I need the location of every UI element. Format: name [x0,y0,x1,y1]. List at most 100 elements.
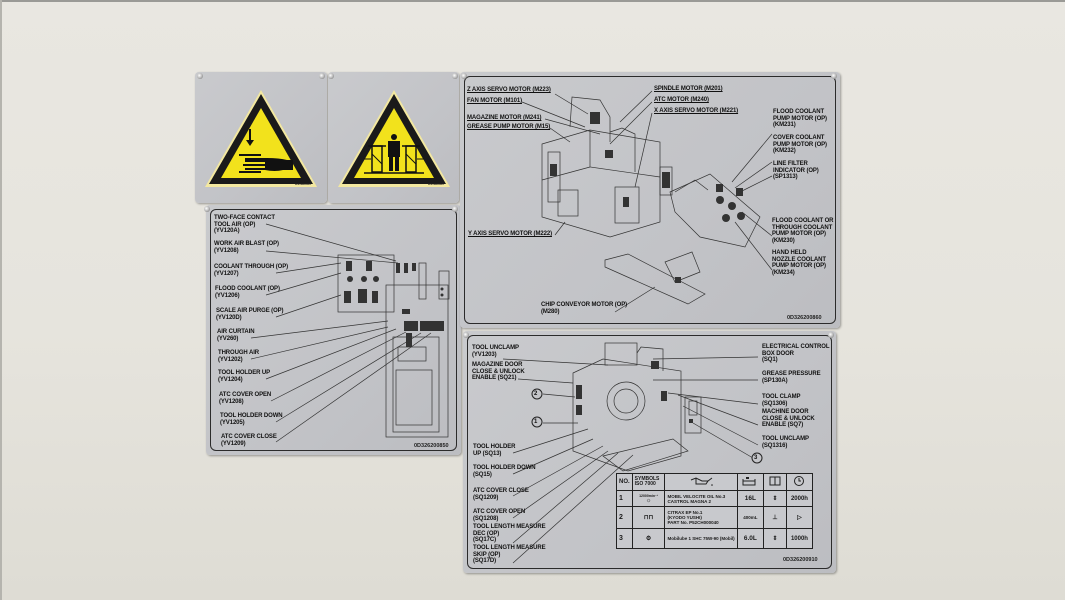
label-y-axis-servo-motor: Y AXIS SERVO MOTOR (M222) [468,231,552,237]
label-magazine-motor: MAGAZINE MOTOR (M241) [467,115,542,121]
sign-code: DS1968000 [428,182,444,186]
label-grease-pump-motor: GREASE PUMP MOTOR (M15) [467,124,551,130]
label-tool-length-measure-skip: TOOL LENGTH MEASURE SKIP (OP)(SQ17D) [473,545,546,564]
manual-icon [769,476,781,486]
lub-row: 2 ⊓⊓ CITRAX EP No.1 (KYODO YUSHI) PART N… [616,506,814,529]
screw-icon [828,332,834,338]
part-number: 0D326200910 [783,557,818,563]
row-oil: CITRAX EP No.1 (KYODO YUSHI) PART No. P5… [664,506,738,529]
header-oil-can-icon [664,473,738,491]
spindle-speed-note: 12000min⁻¹ [639,493,659,498]
label-fan-motor: FAN MOTOR (M101) [467,98,522,104]
motor-panel: Z AXIS SERVO MOTOR (M223) FAN MOTOR (M10… [460,72,840,328]
header-quantity-icon [736,473,765,491]
label-hand-held-nozzle-pump: HAND HELD NOZZLE COOLANT PUMP MOTOR (OP)… [772,250,826,276]
label-atc-cover-open: ATC COVER OPEN(SQ1208) [473,509,526,522]
label-tool-holder-up: TOOL HOLDER UP(YV1204) [218,370,271,383]
screw-icon [831,73,837,79]
label-chip-conveyor-motor: CHIP CONVEYOR MOTOR (OP)(M280) [541,302,628,315]
oil-can-icon [690,477,713,486]
label-x-axis-servo-motor: X AXIS SERVO MOTOR (M221) [654,108,739,114]
label-work-air-blast: WORK AIR BLAST (OP)(YV1208) [214,241,279,254]
label-atc-cover-open: ATC COVER OPEN(YV1208) [219,392,272,405]
part-number: 0D326200850 [414,443,449,449]
label-through-coolant-pump: FLOOD COOLANT OR THROUGH COOLANT PUMP MO… [772,218,834,244]
header-symbols: SYMBOLS ISO 7000 [631,473,666,491]
machine-cutaway-diagram [502,342,763,564]
grease-rail-icon: ⊓⊓ [631,506,666,529]
row-quantity: 16L [736,490,765,507]
row-symbol: 12000min⁻¹☼ [631,490,666,507]
label-atc-motor: ATC MOTOR (M240) [654,97,709,103]
fill-method-icon: ⇕ [763,528,787,549]
label-tool-unclamp-sensor: TOOL UNCLAMP(SQ1316) [762,436,809,449]
refill-indicator-icon: ▷ [785,506,814,529]
label-grease-pressure: GREASE PRESSURE(SP130A) [762,371,821,384]
label-tool-holder-down: TOOL HOLDER DOWN(YV1205) [220,413,283,426]
label-flood-coolant-pump: FLOOD COOLANT PUMP MOTOR (OP)(KM231) [773,109,827,128]
label-tool-unclamp-valve: TOOL UNCLAMP(YV1203) [472,345,519,358]
row-no: 2 [616,506,633,529]
lub-row: 3 ⚙ Mobilube 1 SHC 75W-90 (Mobil) 6.0L ⇕… [616,528,814,549]
callout-3: 3 [754,455,758,461]
warning-plate-hand-crush: DS1968000 [195,72,327,203]
label-coolant-through: COOLANT THROUGH (OP)(YV1207) [214,264,288,277]
photo-frame-top [0,0,1065,2]
row-interval: 2000h [785,490,814,507]
air-unit-diagram [250,223,450,443]
grease-gun-icon: ⊥ [763,506,787,529]
label-tool-holder-up: TOOL HOLDER UP (SQ13) [473,444,516,457]
air-valve-panel: TWO-FACE CONTACT TOOL AIR (OP)(YV120A) W… [204,205,461,455]
gear-oil-icon: ⚙ [631,528,666,549]
lub-row: 1 12000min⁻¹☼ MOBIL VELOCITE OIL No.3 CA… [616,490,814,507]
sensor-panel: 2 1 3 TOOL UNCLAMP(YV1203) MAGAZINE DOOR… [463,331,836,573]
screw-icon [463,332,469,338]
label-two-face-contact-tool-air: TWO-FACE CONTACT TOOL AIR (OP)(YV120A) [214,215,275,234]
label-magazine-door: MAGAZINE DOOR CLOSE & UNLOCK ENABLE (SQ2… [472,362,525,381]
row-quantity: 6.0L [736,528,765,549]
reservoir-icon [742,477,756,486]
label-scale-air-purge: SCALE AIR PURGE (OP)(YV120D) [216,308,284,321]
screw-icon [328,73,334,79]
label-flood-coolant: FLOOD COOLANT (OP)(YV1206) [215,286,280,299]
label-through-air: THROUGH AIR(YV1202) [218,350,260,363]
screw-icon [319,73,325,79]
lubrication-table: NO. SYMBOLS ISO 7000 1 12000min⁻¹☼ MOBIL… [616,473,814,549]
label-atc-cover-close: ATC COVER CLOSE(SQ1209) [473,488,529,501]
row-no: 3 [616,528,633,549]
hand-crush-warning-icon [205,90,317,187]
photo-frame-left [0,0,2,600]
lub-header-row: NO. SYMBOLS ISO 7000 [616,473,814,491]
row-no: 1 [616,490,633,507]
callout-2: 2 [534,391,538,397]
header-manual-icon [763,473,787,491]
row-oil: Mobilube 1 SHC 75W-90 (Mobil) [664,528,738,549]
label-line-filter-indicator: LINE FILTER INDICATOR (OP)(SP1313) [773,161,819,180]
label-machine-door: MACHINE DOOR CLOSE & UNLOCK ENABLE (SQ7) [762,409,815,428]
screw-icon [452,206,458,212]
label-air-curtain: AIR CURTAIN(YV260) [217,329,255,342]
screw-icon [204,206,210,212]
label-spindle-motor: SPINDLE MOTOR (M201) [654,86,723,92]
warning-plate-body-crush: DS1968000 [328,72,459,203]
row-quantity: 400mL [736,506,765,529]
row-oil: MOBIL VELOCITE OIL No.3 CASTROL MAGNA 2 [664,490,738,507]
label-atc-cover-close: ATC COVER CLOSE(YV1209) [221,434,277,447]
fill-method-icon: ⇕ [763,490,787,507]
label-tool-length-measure-dec: TOOL LENGTH MEASURE DEC (OP)(SQ17C) [473,524,546,543]
callout-1: 1 [534,419,538,425]
label-z-axis-servo-motor: Z AXIS SERVO MOTOR (M223) [467,87,551,93]
screw-icon [452,73,458,79]
machining-center-diagram [521,90,773,313]
header-no: NO. [616,473,633,491]
label-tool-holder-down: TOOL HOLDER DOWN(SQ15) [473,465,536,478]
part-number: 0D326200860 [787,315,822,321]
screw-icon [461,73,467,79]
header-interval-icon [785,473,814,491]
row-interval: 1000h [785,528,814,549]
label-electrical-control-box-door: ELECTRICAL CONTROL BOX DOOR(SQ1) [762,344,830,363]
clock-icon [794,476,805,486]
spindle-lube-icon: ☼ [645,497,652,504]
screw-icon [197,73,203,79]
body-crush-warning-icon [338,90,450,187]
